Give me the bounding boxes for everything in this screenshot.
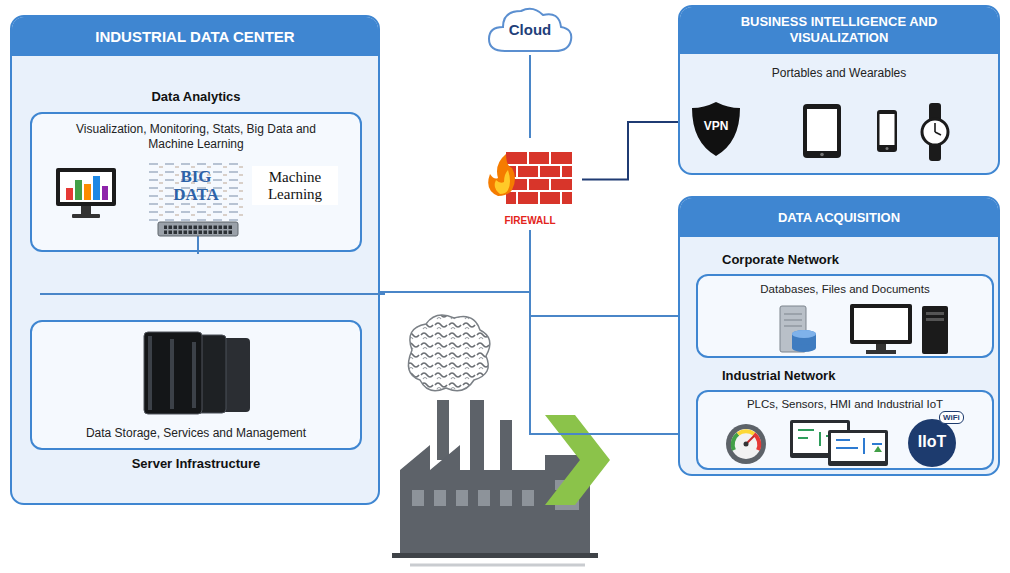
iiot-label: IIoT xyxy=(907,433,957,451)
database-server-icon xyxy=(776,304,818,356)
group-heading: Industrial Network xyxy=(722,368,835,383)
network-link xyxy=(380,230,530,292)
vpn-label: VPN xyxy=(690,119,742,133)
cloud-node: Cloud xyxy=(485,3,575,55)
switch-uplink xyxy=(196,236,200,254)
firewall-label: FIREWALL xyxy=(478,215,582,226)
desktop-pc-icon xyxy=(848,302,952,356)
network-link xyxy=(582,122,690,179)
network-link xyxy=(530,230,696,434)
group-description: Visualization, Monitoring, Stats, Big Da… xyxy=(72,122,320,152)
group-box: Data AnalyticsVisualization, Monitoring,… xyxy=(30,112,362,252)
group-box: Industrial NetworkPLCs, Sensors, HMI and… xyxy=(696,390,994,470)
group-description: PLCs, Sensors, HMI and Industrial IoT xyxy=(708,398,982,410)
group-heading: Server Infrastructure xyxy=(32,456,360,471)
panel-heading: INDUSTRIAL DATA CENTER xyxy=(12,17,378,56)
wifi-badge: WiFi xyxy=(939,411,964,424)
panel-heading: DATA ACQUISITION xyxy=(680,198,998,237)
monitor-icon xyxy=(54,166,118,222)
panel: DATA ACQUISITION Corporate NetworkDataba… xyxy=(678,196,1000,476)
network-link xyxy=(529,55,531,138)
group-heading: Data Analytics xyxy=(32,89,360,104)
phone-icon xyxy=(876,109,898,153)
image-caption: Machine Learning xyxy=(252,166,338,205)
cloud-label: Cloud xyxy=(485,21,575,38)
server-rack-icon xyxy=(140,332,256,416)
watch-icon xyxy=(920,101,950,163)
panel-heading: BUSINESS INTELLIGENCE AND VISUALIZATION xyxy=(680,7,998,54)
network-link xyxy=(530,230,696,316)
firewall-node: FIREWALL xyxy=(478,138,582,230)
panel: BUSINESS INTELLIGENCE AND VISUALIZATION P… xyxy=(678,5,1000,175)
word-cloud-text: BIG DATA xyxy=(168,168,224,204)
panel: INDUSTRIAL DATA CENTER Data AnalyticsVis… xyxy=(10,15,380,505)
group-description: Portables and Wearables xyxy=(680,66,998,80)
group-box: Corporate NetworkDatabases, Files and Do… xyxy=(696,274,994,358)
vpn-shield: VPN xyxy=(690,100,742,158)
group-box: Data Storage, Services and ManagementSer… xyxy=(30,320,362,450)
group-description: Data Storage, Services and Management xyxy=(32,426,360,440)
firewall-icon xyxy=(478,138,582,214)
group-heading: Corporate Network xyxy=(722,252,839,267)
network-switch xyxy=(158,220,238,238)
group-description: Databases, Files and Documents xyxy=(708,283,982,295)
iiot-node: IIoTWiFi xyxy=(907,418,957,468)
tablet-icon xyxy=(802,103,842,159)
hmi-screens-icon xyxy=(788,418,892,468)
bus-line xyxy=(40,289,385,299)
gauge-icon xyxy=(724,422,768,466)
